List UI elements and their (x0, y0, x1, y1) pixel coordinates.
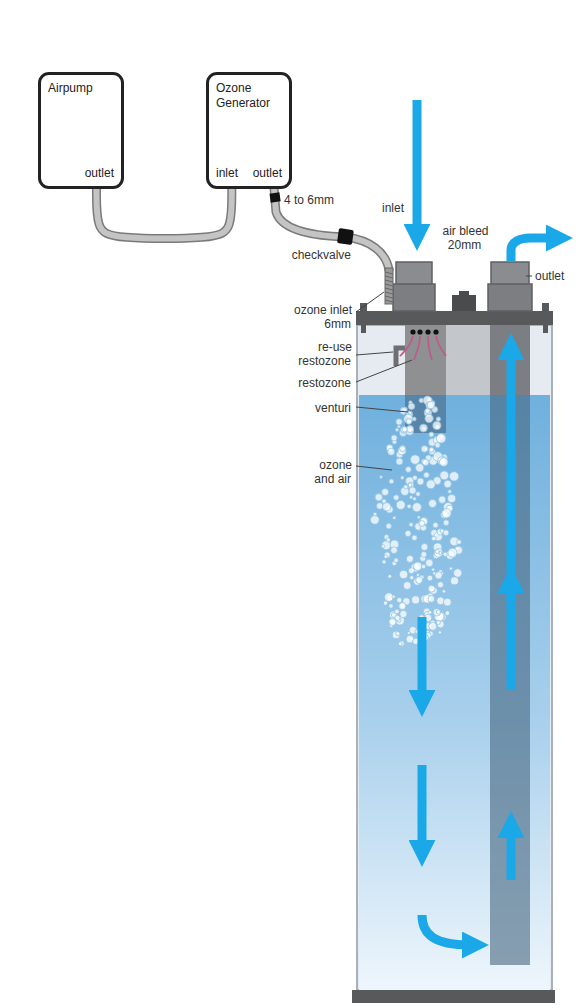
air-bleed-cap (459, 291, 469, 296)
bubbles (370, 396, 462, 646)
label-box: ozone and air (302, 458, 352, 487)
water (359, 395, 550, 990)
air-hose (96, 188, 231, 239)
part-label: venturi (314, 401, 352, 415)
part-label: outlet (534, 269, 565, 283)
base-plate (352, 990, 555, 1003)
inlet-fitting-collar (393, 284, 435, 311)
label-box: ozone inlet 6mm (282, 303, 352, 332)
restozone-lines (400, 336, 446, 360)
ozone-inlet-thread (385, 272, 393, 302)
device-name: Airpump (48, 81, 114, 96)
part-label: re-use restozone (298, 340, 352, 368)
ozone-hose-outline (274, 188, 389, 270)
port-label: inlet (216, 166, 238, 181)
checkvalve-symbol (337, 228, 354, 245)
port-label: outlet (253, 166, 282, 181)
ozone-inlet-fitting (385, 268, 393, 304)
air-bleed-fitting (452, 295, 476, 311)
top-plate (356, 311, 553, 325)
restozone-holes (410, 329, 438, 334)
air-chamber (446, 325, 490, 395)
part-label: restozone (297, 376, 352, 390)
part-label: inlet (381, 201, 405, 215)
port-label: outlet (85, 166, 114, 181)
device-box: Ozone Generator inlet outlet (206, 72, 292, 189)
port-row: outlet (48, 166, 114, 181)
label-box: air bleed 20mm (436, 224, 494, 253)
hose-core (96, 188, 231, 239)
part-label: ozone inlet 6mm (293, 303, 352, 331)
label-box: venturi (272, 401, 352, 415)
flow-arrows (417, 100, 554, 945)
reactor-cylinder (357, 325, 552, 990)
label-box: inlet (381, 201, 411, 215)
label-box: restozone (262, 376, 352, 390)
venturi (405, 395, 446, 433)
bolt (361, 325, 366, 333)
hose-outline (96, 188, 231, 239)
hose-connector (269, 192, 280, 202)
part-label: ozone and air (314, 458, 352, 486)
part-label: 4 to 6mm (283, 193, 335, 207)
outlet-fitting-collar (488, 284, 532, 311)
bolt (542, 303, 549, 311)
device-box: Airpump outlet (38, 72, 124, 189)
ozone-hose (274, 188, 389, 270)
label-box: re-use restozone (282, 340, 352, 369)
bolt (543, 325, 548, 333)
leader-lines (356, 276, 532, 470)
label-box: 4 to 6mm (283, 193, 353, 207)
device-name: Ozone Generator (216, 81, 282, 111)
label-box: checkvalve (270, 248, 352, 262)
port-row: inlet outlet (216, 166, 282, 181)
part-label: checkvalve (291, 248, 352, 262)
part-label: air bleed 20mm (441, 224, 488, 252)
label-box: outlet (534, 269, 580, 283)
